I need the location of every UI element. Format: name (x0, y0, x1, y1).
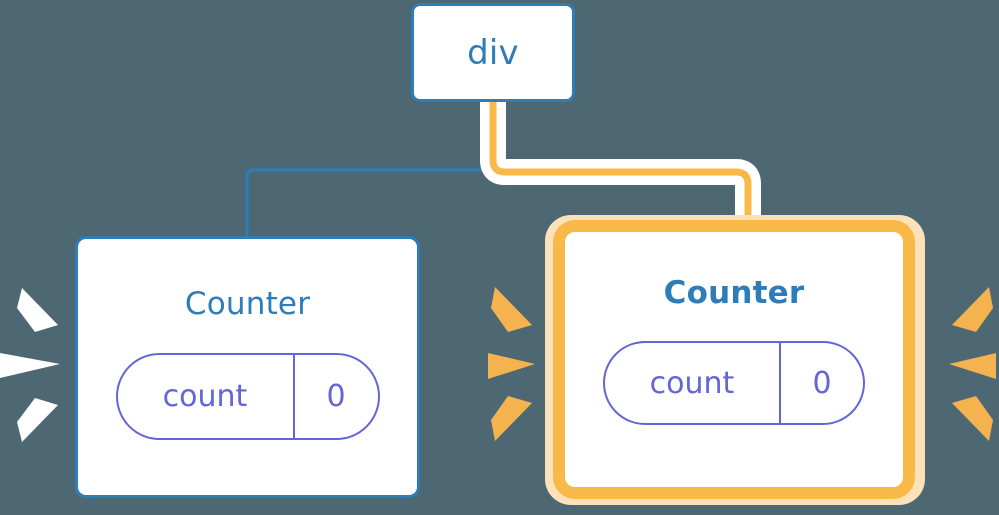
counter-left-title: Counter (184, 286, 311, 322)
counter-left-state-pill[interactable]: count 0 (115, 353, 380, 440)
counter-right-state-key: count (605, 343, 781, 423)
counter-left-state-key: count (118, 355, 295, 438)
counter-right-body: Counter count 0 (565, 232, 903, 487)
counter-left-state-value: 0 (326, 379, 346, 414)
edge-div-to-counter-right (489, 100, 752, 238)
edge-div-to-counter-left (245, 100, 495, 238)
counter-left-body: Counter count 0 (78, 239, 417, 495)
counter-right-state-value: 0 (812, 365, 832, 401)
counter-right-title: Counter (663, 275, 805, 311)
node-div[interactable]: div (411, 3, 575, 102)
node-div-label: div (467, 32, 519, 73)
node-counter-left[interactable]: Counter count 0 (75, 236, 420, 498)
node-counter-right[interactable]: Counter count 0 (553, 220, 915, 499)
counter-right-state-pill[interactable]: count 0 (603, 341, 865, 425)
